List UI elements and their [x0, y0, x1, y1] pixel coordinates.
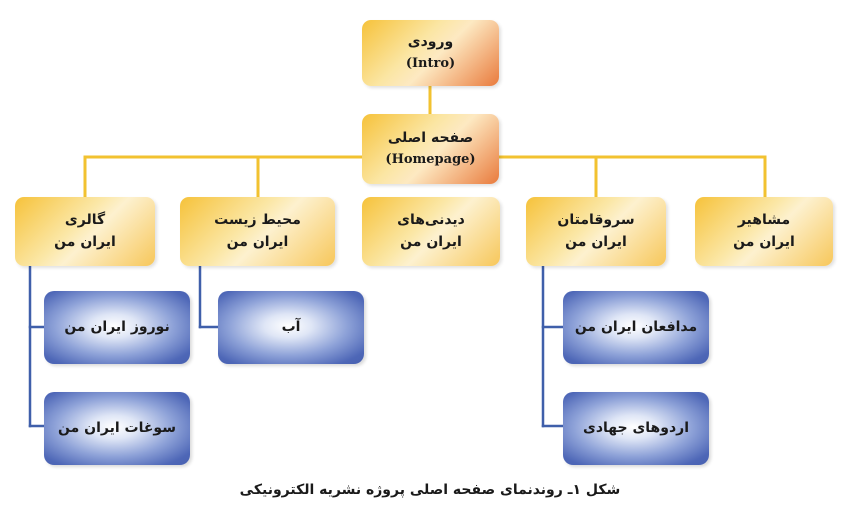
heroes-label-line2: ایران من — [565, 233, 627, 250]
environment-label-line1: محیط زیست — [214, 211, 301, 228]
sights-node: دیدنی‌های ایران من — [362, 197, 500, 266]
sights-label-line2: ایران من — [400, 233, 462, 250]
heroes-label-line1: سروقامتان — [557, 211, 635, 228]
celebrities-node: مشاهیر ایران من — [695, 197, 833, 266]
celebrities-label-line1: مشاهیر — [737, 211, 791, 228]
souvenirs-label: سوغات ایران من — [58, 419, 176, 436]
environment-label-line2: ایران من — [226, 233, 289, 250]
gallery-node: گالری ایران من — [15, 197, 155, 266]
water-label: آب — [281, 318, 301, 335]
jihad-camps-label: اردوهای جهادی — [582, 419, 690, 436]
intro-label-en: (Intro) — [405, 55, 456, 71]
homepage-label-fa: صفحه اصلی — [387, 130, 474, 147]
nowruz-label: نوروز ایران من — [64, 318, 170, 335]
nowruz-node: نوروز ایران من — [44, 291, 190, 364]
water-node: آب — [218, 291, 364, 364]
homepage-node: صفحه اصلی (Homepage) — [362, 114, 499, 184]
figure-caption: شکل ۱ـ روندنمای صفحه اصلی پروژه نشریه ال… — [239, 482, 621, 498]
jihad-camps-node: اردوهای جهادی — [563, 392, 709, 465]
souvenirs-node: سوغات ایران من — [44, 392, 190, 465]
defenders-node: مدافعان ایران من — [563, 291, 709, 364]
gallery-label-line2: ایران من — [54, 233, 116, 250]
environment-node: محیط زیست ایران من — [180, 197, 335, 266]
heroes-node: سروقامتان ایران من — [526, 197, 666, 266]
intro-node: ورودی (Intro) — [362, 20, 499, 86]
gallery-label-line1: گالری — [64, 211, 106, 228]
sights-label-line1: دیدنی‌های — [397, 211, 465, 228]
defenders-label: مدافعان ایران من — [574, 318, 698, 335]
intro-label-fa: ورودی — [407, 34, 454, 51]
homepage-label-en: (Homepage) — [385, 151, 476, 167]
celebrities-label-line2: ایران من — [733, 233, 795, 250]
